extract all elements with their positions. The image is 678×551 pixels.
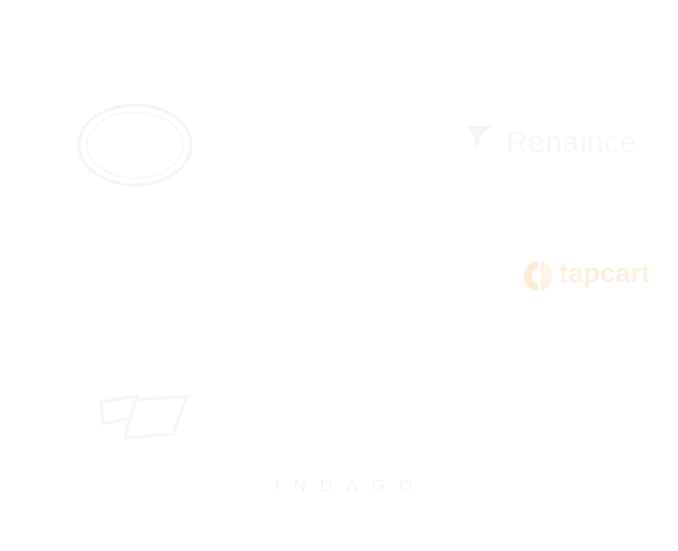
geometric-mark-icon xyxy=(99,394,190,440)
tapcart-wordmark: tapcart xyxy=(559,258,651,288)
logo-indago: INDAGO xyxy=(275,476,427,495)
badge-emblem-icon xyxy=(77,103,193,187)
logo-badge xyxy=(76,102,194,188)
leaf-mark-icon xyxy=(466,126,492,152)
logo-geometric xyxy=(95,394,193,440)
renaince-wordmark: Renaince xyxy=(506,126,637,159)
tapcart-mark-icon xyxy=(524,261,552,291)
